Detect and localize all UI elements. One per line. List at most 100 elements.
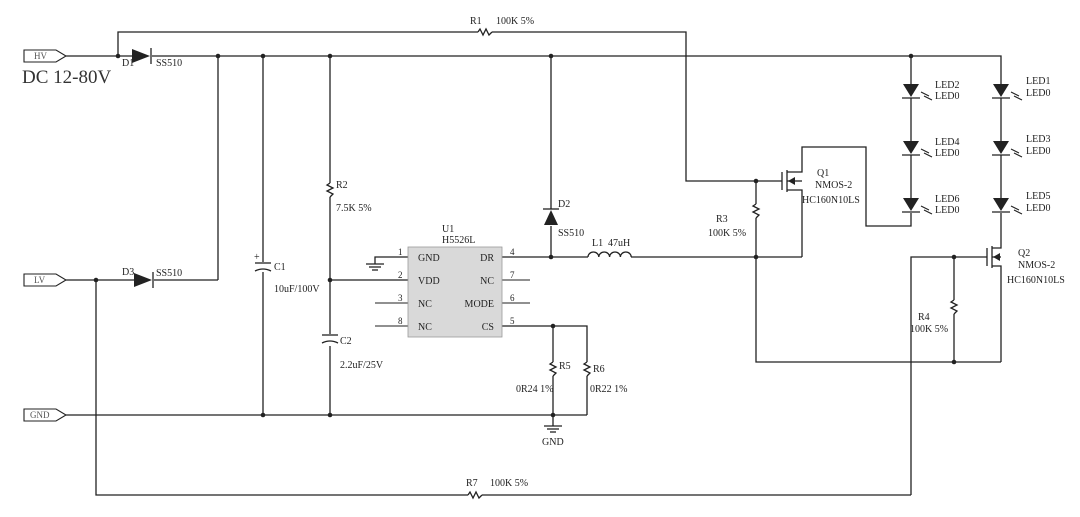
mosfet-q1: Q1 NMOS-2 HC160N10LS [781,166,860,206]
ic-pin-name: CS [482,322,494,333]
svg-text:LED6: LED6 [935,194,959,205]
svg-text:SS510: SS510 [156,58,182,69]
svg-text:LED0: LED0 [935,148,959,159]
svg-text:0R24 1%: 0R24 1% [516,384,554,395]
svg-text:NMOS-2: NMOS-2 [1018,260,1055,271]
svg-text:HC160N10LS: HC160N10LS [1007,275,1065,286]
capacitor-c1: + C1 10uF/100V [254,252,320,295]
junction-dot [753,178,759,184]
svg-text:LED4: LED4 [935,137,959,148]
inductor-l1: L1 47uH [587,238,632,258]
ic-pin-name: GND [418,253,440,264]
ic-pin-name: NC [480,276,494,287]
svg-text:R2: R2 [336,180,348,191]
svg-text:D3: D3 [122,267,134,278]
ic-pin-number: 3 [398,293,403,303]
led-led3: LED3 LED0 [992,134,1050,158]
svg-text:C1: C1 [274,262,286,273]
port-hv: HV [23,49,68,63]
ic-pin-number: 8 [398,316,403,326]
junction-dot [327,53,333,59]
junction-dot [260,412,266,418]
svg-text:U1: U1 [442,224,454,235]
junction-dot [327,277,333,283]
svg-text:100K 5%: 100K 5% [708,228,746,239]
diode-d2: D2 SS510 [543,199,584,239]
svg-text:R5: R5 [559,361,571,372]
junction-dot [908,53,914,59]
input-voltage-title: DC 12-80V [22,67,111,88]
svg-text:LED1: LED1 [1026,76,1050,87]
svg-text:LED0: LED0 [1026,88,1050,99]
svg-text:D2: D2 [558,199,570,210]
led-led4: LED4 LED0 [902,137,959,159]
svg-text:C2: C2 [340,336,352,347]
capacitor-c2: C2 2.2uF/25V [321,334,384,371]
resistor-r4: R4 100K 5% [910,299,959,335]
svg-text:LED0: LED0 [1026,146,1050,157]
svg-text:D1: D1 [122,58,134,69]
svg-text:100K 5%: 100K 5% [910,324,948,335]
ic-pin-number: 7 [510,270,515,280]
svg-text:SS510: SS510 [156,268,182,279]
ic-u1: U1 H5526L 1 2 3 8 GND VDD NC NC 4 7 6 5 … [398,224,515,338]
resistor-r2: R2 7.5K 5% [325,180,372,214]
ground-symbol [366,263,384,271]
ic-pin-name: VDD [418,276,440,287]
svg-text:2.2uF/25V: 2.2uF/25V [340,360,384,371]
svg-text:GND: GND [542,437,564,448]
ground-symbol: GND [542,425,564,448]
port-lv: LV [23,273,68,287]
svg-text:+: + [254,252,260,263]
diode-d1: D1 SS510 [122,48,182,69]
svg-text:H5526L: H5526L [442,235,475,246]
svg-text:R4: R4 [918,312,930,323]
led-led2: LED2 LED0 [902,80,959,102]
junction-dot [548,53,554,59]
junction-dots [93,53,957,418]
resistor-r3: R3 100K 5% [708,203,761,239]
svg-text:47uH: 47uH [608,238,630,249]
ic-pin-name: MODE [465,299,494,310]
svg-text:R1: R1 [470,16,482,27]
resistor-r1: R1 100K 5% [470,16,534,37]
diode-d3: D3 SS510 [122,267,182,288]
svg-text:NMOS-2: NMOS-2 [815,180,852,191]
led-led5: LED5 LED0 [992,191,1050,215]
svg-text:GND: GND [30,410,50,420]
svg-text:LED3: LED3 [1026,134,1050,145]
resistor-r7: R7 100K 5% [466,478,528,500]
svg-text:100K 5%: 100K 5% [490,478,528,489]
junction-dot [548,254,554,260]
ic-pin-number: 4 [510,247,515,257]
svg-text:HV: HV [34,51,47,61]
junction-dot [327,412,333,418]
led-led6: LED6 LED0 [902,194,959,216]
ic-pin-number: 6 [510,293,515,303]
resistor-r5: R5 0R24 1% [516,361,571,395]
junction-dot [550,323,556,329]
ic-pin-name: NC [418,322,432,333]
junction-dot [753,254,759,260]
svg-text:10uF/100V: 10uF/100V [274,284,320,295]
svg-text:L1: L1 [592,238,603,249]
ic-pin-number: 5 [510,316,515,326]
svg-text:7.5K 5%: 7.5K 5% [336,203,372,214]
junction-dot [93,277,99,283]
svg-text:LED0: LED0 [1026,203,1050,214]
resistor-r6: R6 0R22 1% [582,361,628,395]
ic-pin-name: DR [480,253,494,264]
junction-dot [951,254,957,260]
svg-text:SS510: SS510 [558,228,584,239]
junction-dot [215,53,221,59]
svg-text:LV: LV [34,275,46,285]
led-led1: LED1 LED0 [992,76,1050,101]
svg-text:100K 5%: 100K 5% [496,16,534,27]
port-gnd: GND [23,408,68,422]
svg-text:LED2: LED2 [935,80,959,91]
svg-text:R3: R3 [716,214,728,225]
svg-text:0R22 1%: 0R22 1% [590,384,628,395]
svg-text:Q1: Q1 [817,168,829,179]
junction-dot [115,53,121,59]
